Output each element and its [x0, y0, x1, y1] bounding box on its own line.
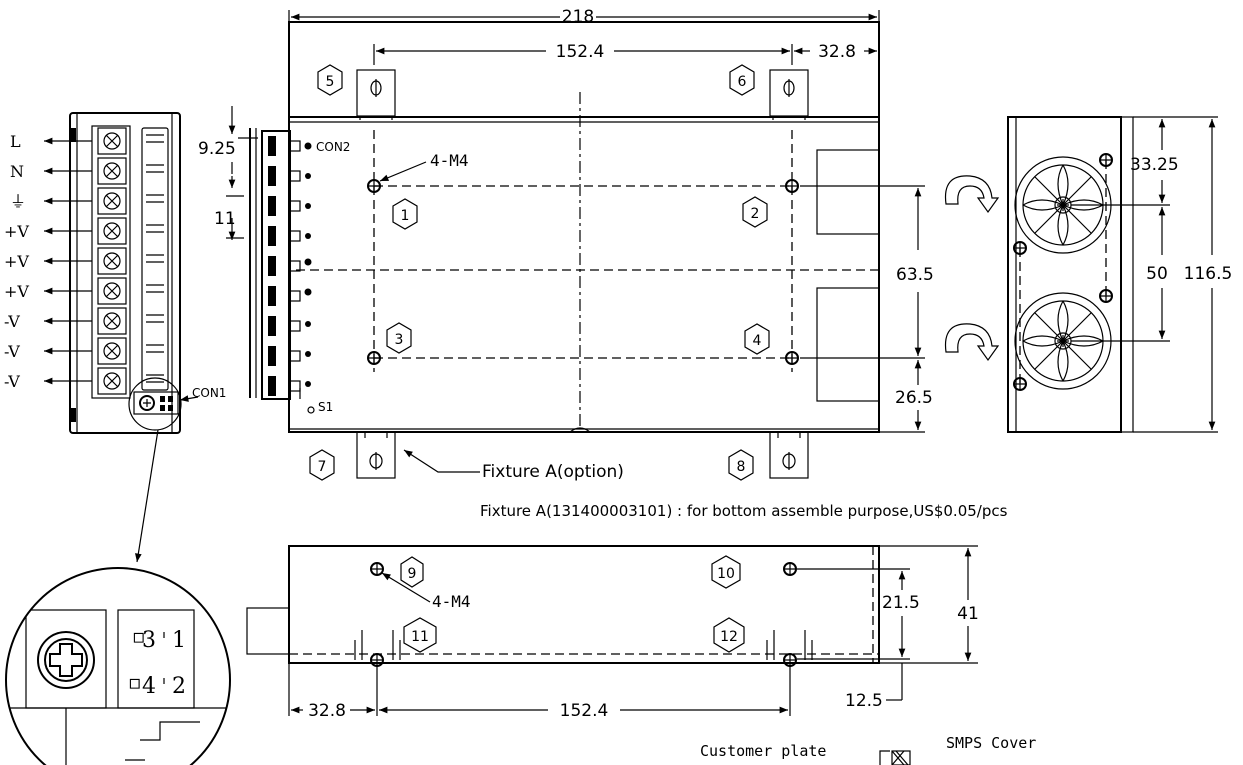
- svg-text:3: 3: [395, 332, 404, 348]
- svg-text:12: 12: [720, 629, 738, 645]
- s1-label: S1: [318, 400, 333, 414]
- svg-text:1: 1: [401, 208, 410, 224]
- mount-hole-4: [785, 351, 799, 365]
- bottom-view: 9 10 11 12 4-M4 21.5 41 12.5: [246, 545, 979, 721]
- dim-pitch-b: 11: [214, 209, 236, 229]
- svg-text:4: 4: [142, 674, 156, 699]
- mount-hole-3: [367, 351, 381, 365]
- con1-label: CON1: [192, 386, 226, 400]
- svg-text:▫: ▫: [132, 624, 146, 648]
- dim-side-116: 116.5: [1184, 264, 1233, 284]
- customer-plate-label: Customer plate: [700, 742, 826, 760]
- thread-label-top: 4-M4: [430, 151, 469, 170]
- fixture-label: Fixture A(option): [482, 462, 624, 482]
- terminal-view: L N ⏚ +V +V +V -V -V -V CON1: [4, 112, 226, 563]
- svg-text:+V: +V: [4, 282, 29, 301]
- svg-text:-V: -V: [4, 342, 20, 361]
- svg-text:N: N: [10, 162, 24, 181]
- svg-text:3: 3: [142, 628, 156, 653]
- mount-hole-1: [367, 179, 381, 193]
- svg-text:2: 2: [751, 206, 760, 222]
- dim-bottom-12: 12.5: [845, 691, 883, 711]
- svg-text:11: 11: [411, 629, 429, 645]
- top-view: 1 2 3 4 4-M4 5 6: [198, 7, 1008, 520]
- dim-hole-spacing-top: 152.4: [556, 42, 605, 62]
- fixture-5: 5: [317, 64, 396, 120]
- dim-bottom-offset: 26.5: [895, 388, 933, 408]
- dim-side-33: 33.25: [1130, 155, 1179, 175]
- dim-hole-spacing-bottom: 152.4: [560, 701, 609, 721]
- svg-text:-V: -V: [4, 372, 20, 391]
- svg-text:6: 6: [738, 74, 747, 90]
- con2-label: CON2: [316, 140, 350, 154]
- dim-hole-vertical: 63.5: [896, 265, 934, 285]
- svg-text:10: 10: [717, 566, 735, 582]
- svg-text:L: L: [10, 132, 21, 151]
- fixture-6: 6: [729, 64, 809, 120]
- svg-text:1: 1: [172, 628, 186, 653]
- svg-text:9: 9: [408, 566, 417, 582]
- dim-pitch-a: 9.25: [198, 139, 236, 159]
- dim-side-50: 50: [1146, 264, 1168, 284]
- svg-text:⏚: ⏚: [10, 192, 26, 211]
- terminal-labels: L N ⏚ +V +V +V -V -V -V: [4, 132, 29, 391]
- fixture-note: Fixture A(131400003101) : for bottom ass…: [480, 502, 1008, 520]
- svg-text:5: 5: [326, 74, 335, 90]
- detail-view: ▫ 3 1 ▫ 4 2: [5, 567, 231, 765]
- fixture-7: 7: [309, 431, 396, 481]
- legend: Customer plate SMPS Cover: [700, 734, 1036, 765]
- svg-text:-V: -V: [4, 312, 20, 331]
- svg-text:+V: +V: [4, 252, 29, 271]
- fixture-8: 8: [728, 431, 809, 481]
- hex-tag-3: 3: [386, 322, 412, 354]
- dim-right-offset-top: 32.8: [818, 42, 856, 62]
- svg-text:7: 7: [318, 459, 327, 475]
- hex-tag-1: 1: [392, 198, 418, 230]
- hex-tag-10: 10: [711, 555, 741, 589]
- smps-cover-label: SMPS Cover: [946, 734, 1036, 752]
- hex-tag-12: 12: [713, 617, 745, 653]
- hex-tag-11: 11: [403, 617, 437, 653]
- svg-text:2: 2: [172, 674, 186, 699]
- hex-tag-9: 9: [400, 556, 424, 588]
- hex-tag-2: 2: [742, 196, 768, 228]
- dim-side-41: 41: [957, 604, 979, 624]
- side-view: 33.25 50 116.5: [944, 116, 1233, 433]
- thread-label-bottom: 4-M4: [432, 592, 471, 611]
- dim-side-21: 21.5: [882, 593, 920, 613]
- svg-text:8: 8: [737, 459, 746, 475]
- mount-hole-2: [785, 179, 799, 193]
- con2-connector: [249, 128, 315, 414]
- dim-bottom-left-offset: 32.8: [308, 701, 346, 721]
- dim-overall-width: 218: [562, 7, 594, 27]
- svg-text:▫: ▫: [128, 670, 142, 694]
- svg-text:+V: +V: [4, 222, 29, 241]
- hex-tag-4: 4: [744, 323, 770, 355]
- svg-text:4: 4: [753, 333, 762, 349]
